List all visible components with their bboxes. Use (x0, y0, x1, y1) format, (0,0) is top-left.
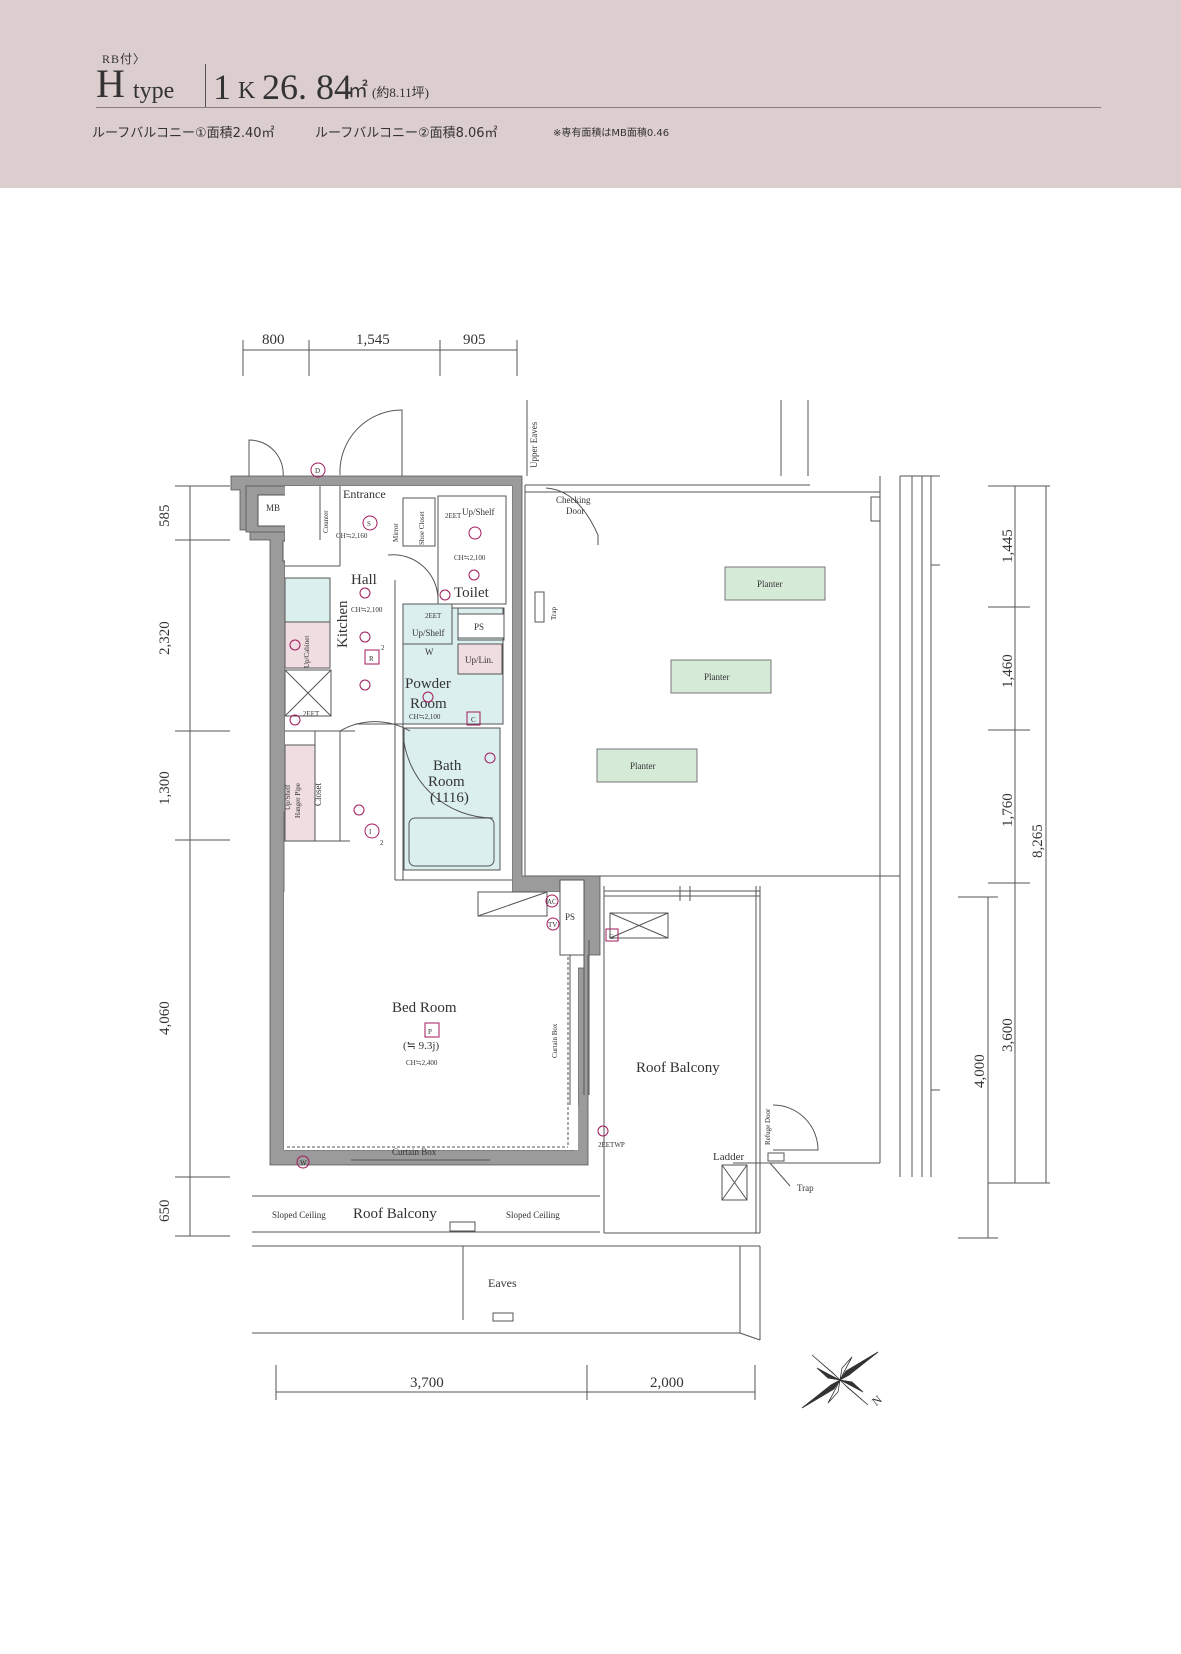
ch-hall: CH≒2,100 (351, 606, 383, 614)
dim-left-4: 4,060 (157, 1001, 173, 1035)
trap-label-2: Trap (797, 1183, 814, 1193)
bath-line1: Bath (433, 758, 462, 774)
dim-right-1: 1,445 (1000, 529, 1016, 563)
title-divider (205, 64, 206, 108)
dim-right-3: 1,760 (1000, 793, 1016, 827)
area-unit: ㎡ (348, 80, 368, 102)
symbol-s: S (367, 520, 371, 528)
shoe-closet-label: Shoe Closet (418, 511, 426, 545)
sloped-ceiling-left: Sloped Ceiling (272, 1210, 326, 1220)
upcabinet-label: Up/Cabinet (303, 636, 311, 668)
dim-left-1: 585 (157, 505, 173, 528)
mb-label: MB (266, 503, 280, 513)
mb-area-note: ※専有面積はMB面積0.46 (553, 128, 670, 139)
roof-balcony-1-area: ルーフバルコニー①面積2.40㎡ (92, 126, 275, 141)
refuge-door-label: Refuge Door (764, 1108, 772, 1145)
upshelf-label-1: Up/Shelf (462, 507, 495, 517)
trap-label-1: Trap (550, 607, 558, 620)
mirror-label: Mirror (392, 523, 400, 542)
symbol-w: W (300, 1159, 307, 1167)
area-tsubo: (約8.11坪) (372, 85, 429, 100)
planter-label-1: Planter (757, 579, 783, 589)
layout-k: K (238, 78, 256, 104)
dim-right-mid: 4,000 (972, 1054, 988, 1088)
ch-powder: CH≒2,100 (409, 713, 441, 721)
symbol-ac: AC (547, 898, 557, 906)
dim-top-2: 1,545 (356, 332, 390, 348)
ch-entrance: CH≒2,160 (336, 532, 368, 540)
dim-left-2: 2,320 (157, 621, 173, 655)
bath-line2: Room (428, 774, 465, 790)
ps-label-2: PS (474, 622, 484, 632)
area-value: 26. 84 (262, 67, 352, 107)
symbol-2eet-1: 2EET (445, 512, 462, 520)
planter-label-3: Planter (630, 761, 656, 771)
hall-label: Hall (351, 572, 377, 588)
symbol-2eetwp: 2EETWP (598, 1141, 625, 1149)
planter-group (596, 566, 826, 783)
symbol-r: R (369, 655, 374, 663)
header-band (0, 0, 1181, 188)
closet-label: Closet (313, 782, 323, 806)
roof-balcony-2-label: Roof Balcony (636, 1060, 720, 1076)
ladder-label: Ladder (713, 1151, 744, 1163)
checking-door-line1: Checking (556, 495, 591, 505)
north-label: N (869, 1392, 885, 1409)
entrance-label: Entrance (343, 487, 386, 501)
symbol-c: C (471, 716, 476, 724)
type-word: type (133, 78, 175, 104)
dim-bottom-1: 3,700 (410, 1375, 444, 1391)
uplin-label: Up/Lin. (465, 655, 493, 665)
curtain-box-horizontal: Curtain Box (392, 1147, 437, 1157)
closet-upshelf: Up/Shelf (284, 784, 292, 810)
eaves-label: Eaves (488, 1276, 517, 1290)
upshelf-label-2: Up/Shelf (412, 628, 445, 638)
dim-top-3: 905 (463, 332, 486, 348)
layout-number: 1 (213, 67, 231, 107)
symbol-two-1: 2 (381, 644, 385, 652)
bath-line3: (1116) (430, 790, 469, 806)
ps-label-3: PS (565, 912, 575, 922)
powder-line2: Room (410, 696, 447, 712)
curtain-box-vertical: Curtain Box (551, 1023, 559, 1058)
w-label: W (425, 647, 434, 657)
symbol-2eet-3: 2EET (303, 710, 320, 718)
ch-toilet: CH≒2,100 (454, 554, 486, 562)
dim-left-5: 650 (157, 1200, 173, 1223)
header-rule (96, 107, 1101, 108)
dim-left-3: 1,300 (157, 771, 173, 805)
bedroom-size: (≒ 9.3j) (403, 1040, 439, 1052)
dim-right-2: 1,460 (1000, 654, 1016, 688)
dim-top-1: 800 (262, 332, 285, 348)
kitchen-label: Kitchen (335, 600, 351, 648)
roof-balcony-1-label: Roof Balcony (353, 1206, 437, 1222)
dim-right-total: 8,265 (1030, 824, 1046, 858)
dim-right-4: 3,600 (1000, 1018, 1016, 1052)
symbol-two-2: 2 (380, 839, 384, 847)
symbol-2eet-2: 2EET (425, 612, 442, 620)
sloped-ceiling-right: Sloped Ceiling (506, 1210, 560, 1220)
symbol-tv: TV (548, 921, 557, 929)
bedroom-label: Bed Room (392, 1000, 457, 1016)
ch-bedroom: CH≒2,400 (406, 1059, 438, 1067)
checking-door-line2: Door (566, 506, 585, 516)
rb-badge: RB付〉 (102, 52, 147, 66)
toilet-label: Toilet (454, 585, 490, 601)
closet-hanger-pipe: Hanger Pipe (294, 783, 302, 818)
planter-label-2: Planter (704, 672, 730, 682)
powder-line1: Powder (405, 676, 451, 692)
upper-eaves-label: Upper Eaves (529, 421, 539, 468)
symbol-d: D (315, 467, 320, 475)
roof-balcony-2-area: ルーフバルコニー②面積8.06㎡ (315, 126, 498, 141)
counter-label: Counter (322, 510, 330, 533)
dim-bottom-2: 2,000 (650, 1375, 684, 1391)
symbol-g: G (609, 933, 614, 941)
symbol-p: P (428, 1028, 432, 1036)
type-letter: H (96, 61, 125, 106)
symbol-i: I (369, 828, 372, 836)
compass-rose (801, 1351, 879, 1409)
